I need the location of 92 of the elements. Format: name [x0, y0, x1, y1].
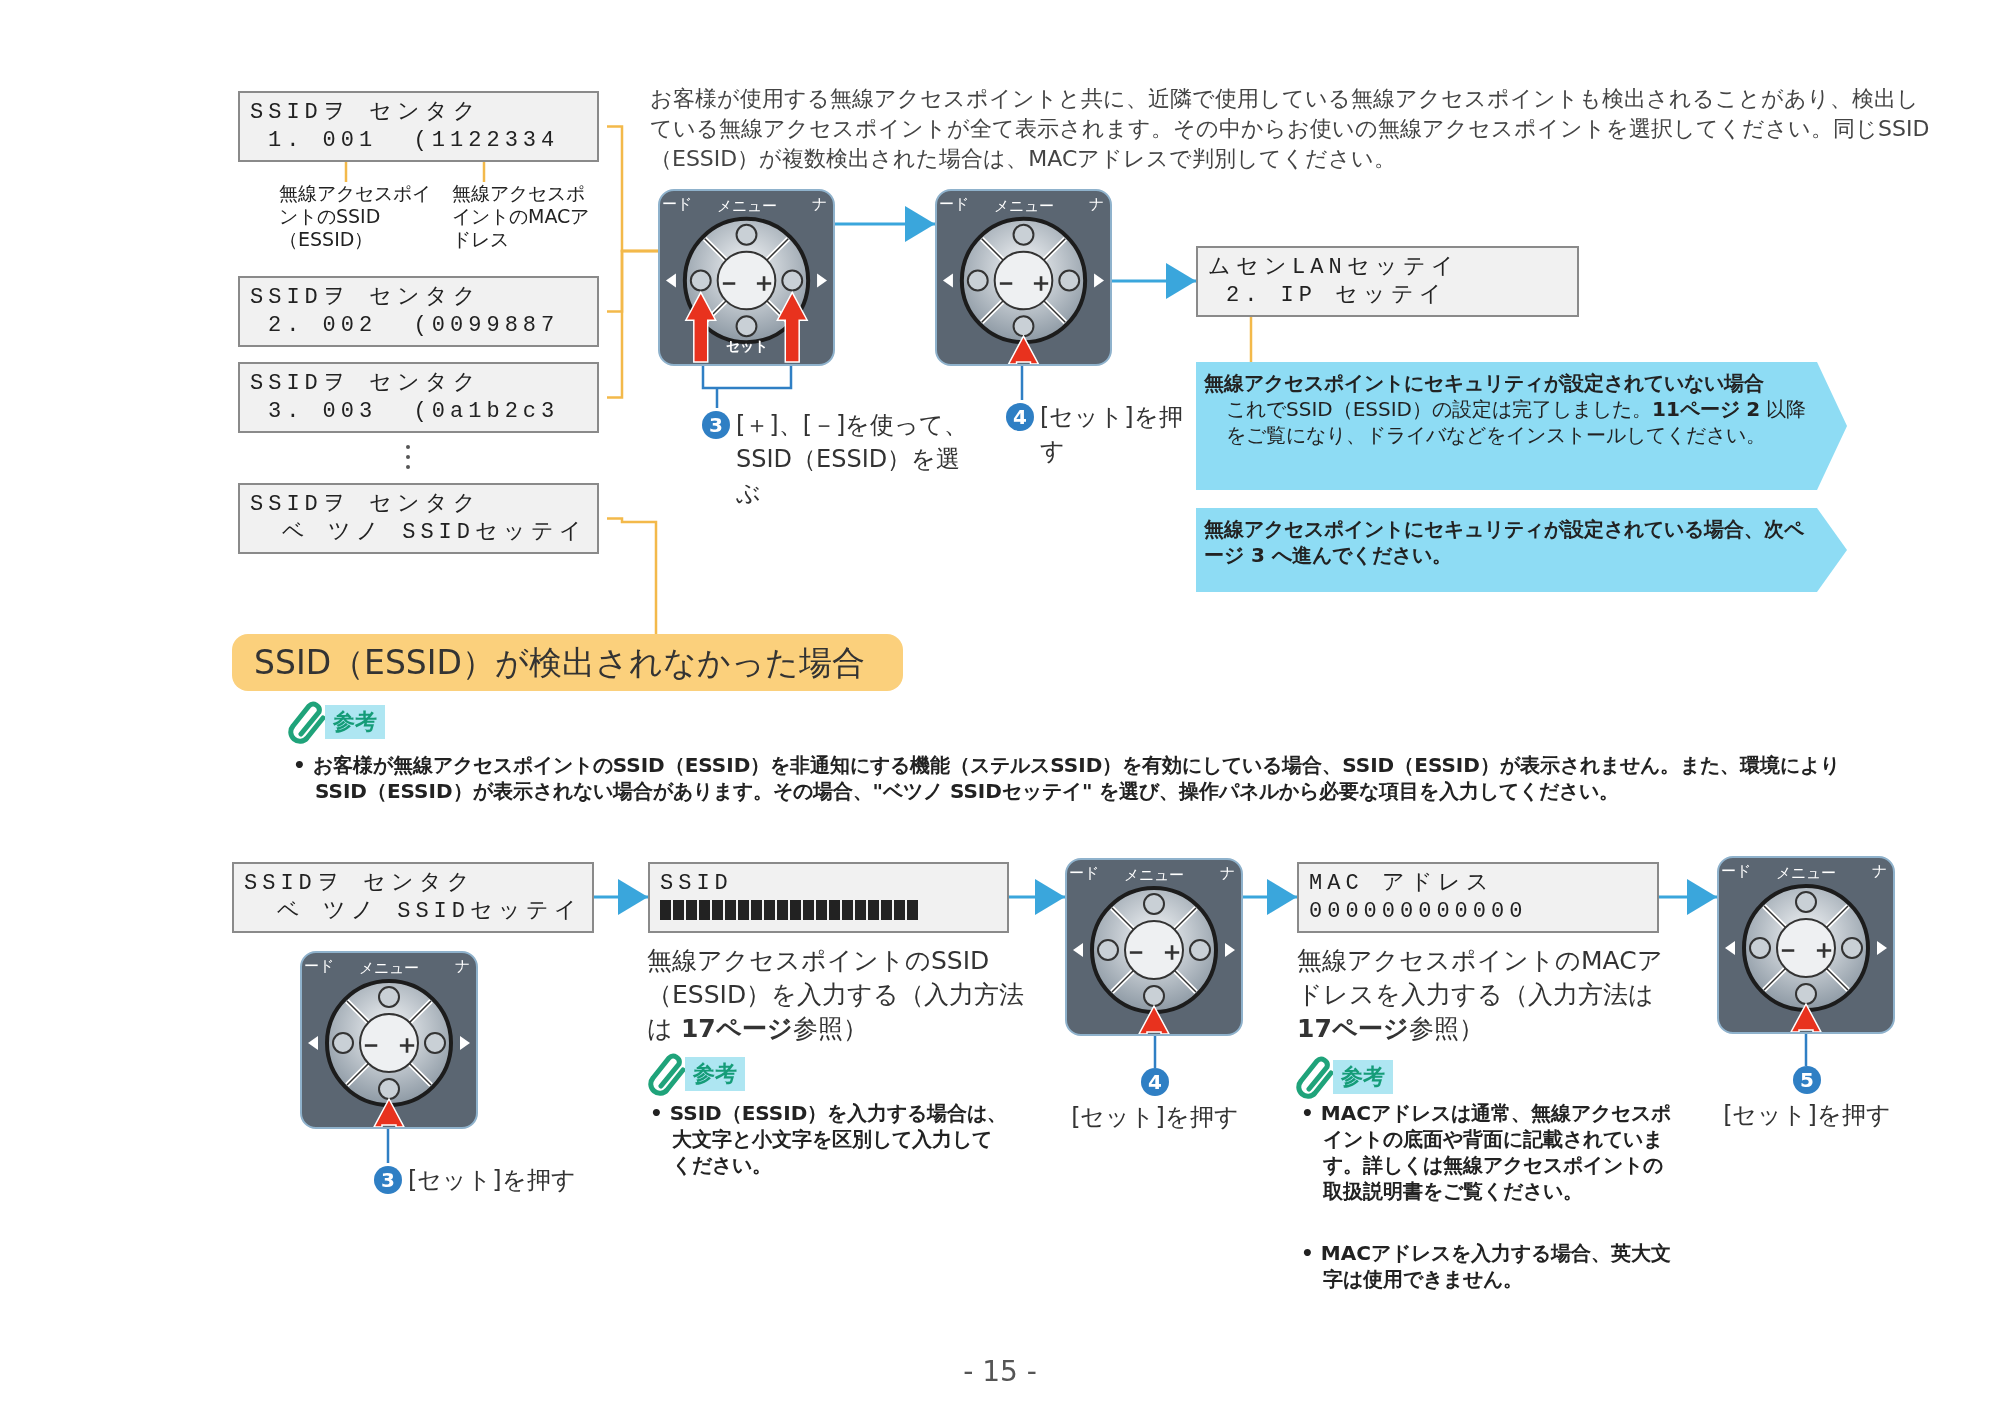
note-text: • お客様が無線アクセスポイントのSSID（ESSID）を非通知にする機能（ステルスSSID）を有効にしている場合、SSID（ESSID）が表示されません。また、環境によりSSID（ESSID）が表示されない場合があります。その場合、"ベツノ SSIDセッテイ" を選び、操作パネルから必要な項目を入力してください。: [293, 752, 1841, 804]
button-label: ナ: [812, 195, 827, 213]
banner-heading: 無線アクセスポイントにセキュリティが設定されていない場合: [1204, 370, 1765, 396]
lcd-text: MAC アドレス: [1309, 870, 1495, 898]
callout-text: 無線アクセスポイントのMACアドレス: [452, 182, 602, 251]
lcd-screen: [238, 483, 599, 554]
lcd-text: 000000000000: [1309, 898, 1529, 926]
menu-label: メニュー: [716, 197, 777, 215]
leader-line: [386, 1129, 390, 1163]
control-panel: [1065, 858, 1243, 1036]
flow-arrow: [594, 879, 648, 915]
mode-label: ード: [304, 957, 334, 975]
lcd-screen: [238, 91, 599, 162]
flow-arrow: [1009, 879, 1065, 915]
lcd-screen: [238, 362, 599, 433]
lcd-text: 1. 001 (1122334: [267, 127, 561, 155]
step-instruction: [セット]を押す: [1040, 402, 1184, 467]
button-label: ナ: [455, 957, 470, 975]
mode-label: ード: [1721, 862, 1751, 880]
step-description: 無線アクセスポイントのMACアドレスを入力する（入力方法は 17ページ参照）: [1297, 945, 1664, 1045]
mode-label: ード: [1069, 864, 1099, 882]
note-text: • MACアドレスを入力する場合、英大文字は使用できません。: [1301, 1240, 1672, 1292]
bracket-line: [607, 517, 658, 634]
leader-line: [701, 364, 793, 410]
lcd-text: ベ ツノ SSIDセッテイ: [280, 519, 587, 547]
lcd-text: SSIDヲ センタク: [250, 491, 482, 519]
lcd-text: 2. 002 (0099887: [267, 312, 561, 340]
note-text: • SSID（ESSID）を入力する場合は、大文字と小文字を区別して入力してください。: [650, 1100, 1009, 1178]
lcd-text: SSIDヲ センタク: [244, 870, 476, 898]
bracket-line: [1249, 317, 1253, 362]
set-label: セット: [725, 337, 768, 355]
lcd-text: SSIDヲ センタク: [250, 99, 482, 127]
flow-arrow: [1659, 879, 1717, 915]
lcd-text: 3. 003 (0a1b2c3: [267, 398, 561, 426]
intro-paragraph: お客様が使用する無線アクセスポイントと共に、近隣で使用している無線アクセスポイントも検出されることがあり、検出している無線アクセスポイントが全て表示されます。その中からお使いの無線アクセスポイントを選択してください。同じSSID（ESSID）が複数検出された場合は、MACアドレスで判別してください。: [650, 85, 1931, 173]
note-text: • MACアドレスは通常、無線アクセスポイントの底面や背面に記載されています。詳しくは無線アクセスポイントの取扱説明書をご覧ください。: [1301, 1100, 1672, 1204]
lcd-screen: [648, 862, 1009, 933]
step-number-badge: 4: [1006, 403, 1034, 431]
step-instruction: [セット]を押す: [1722, 1100, 1892, 1131]
step-number-badge: 4: [1141, 1068, 1169, 1096]
lcd-screen: [1196, 246, 1579, 317]
menu-label: メニュー: [1776, 864, 1836, 882]
button-label: ナ: [1089, 195, 1104, 213]
step-number-badge: 3: [702, 411, 730, 439]
menu-label: メニュー: [993, 197, 1054, 215]
banner-text: これでSSID（ESSID）の設定は完了しました。11ページ 2 以降をご覧になり、ドライバなどをインストールしてください。: [1225, 396, 1807, 448]
minus-plus-label: － ＋: [358, 1029, 420, 1059]
bracket-line: [607, 249, 658, 399]
step-number-badge: 5: [1793, 1066, 1821, 1094]
minus-plus-label: － ＋: [715, 267, 778, 297]
control-panel: [1717, 856, 1895, 1034]
minus-plus-label: － ＋: [1775, 934, 1837, 964]
button-label: ナ: [1872, 862, 1887, 880]
lcd-screen: [1297, 862, 1659, 933]
flow-arrow: [1112, 263, 1196, 299]
menu-label: メニュー: [1124, 866, 1184, 884]
reference-heading: 参考: [325, 705, 385, 739]
flow-arrow: [835, 206, 935, 242]
lcd-screen: [238, 276, 599, 347]
mode-label: ード: [662, 195, 692, 213]
lcd-screen: [232, 862, 594, 933]
info-banner: [1196, 508, 1847, 592]
lcd-text: ベ ツノ SSIDセッテイ: [275, 898, 582, 926]
leader-line: [1804, 1034, 1808, 1066]
step-description: 無線アクセスポイントのSSID（ESSID）を入力する（入力方法は 17ページ参照）: [647, 945, 1026, 1045]
lcd-text: 2. IP セッテイ: [1225, 282, 1449, 310]
leader-line: [1153, 1036, 1157, 1068]
step-instruction: [＋]、[－]を使って、SSID（ESSID）を選ぶ: [736, 410, 970, 509]
lcd-text: SSIDヲ センタク: [250, 284, 482, 312]
reference-heading: 参考: [685, 1057, 745, 1091]
control-panel: [658, 189, 835, 366]
flow-arrow: [1243, 879, 1297, 915]
info-banner: [1196, 362, 1847, 490]
lcd-text: SSIDヲ センタク: [250, 370, 482, 398]
callout-text: 無線アクセスポイントのSSID（ESSID）: [279, 182, 439, 251]
step-number-badge: 3: [374, 1166, 402, 1194]
button-label: ナ: [1220, 864, 1235, 882]
section-heading: SSID（ESSID）が検出されなかった場合: [232, 634, 903, 691]
mode-label: ード: [939, 195, 969, 213]
lcd-text: ムセンLANセッテイ: [1208, 254, 1460, 282]
reference-heading: 参考: [1333, 1060, 1393, 1094]
step-instruction: [セット]を押す: [1070, 1102, 1240, 1133]
minus-plus-label: － ＋: [1123, 936, 1185, 966]
step-instruction: [セット]を押す: [408, 1165, 576, 1196]
minus-plus-label: － ＋: [992, 267, 1055, 297]
control-panel: [935, 189, 1112, 366]
banner-heading: 無線アクセスポイントにセキュリティが設定されている場合、次ページ 3 へ進んでください。: [1204, 516, 1805, 568]
leader-line: [1020, 366, 1024, 400]
page-number: - 15 -: [962, 1355, 1038, 1388]
menu-label: メニュー: [359, 959, 419, 977]
control-panel: [300, 951, 478, 1129]
lcd-text: SSID: [660, 870, 734, 898]
